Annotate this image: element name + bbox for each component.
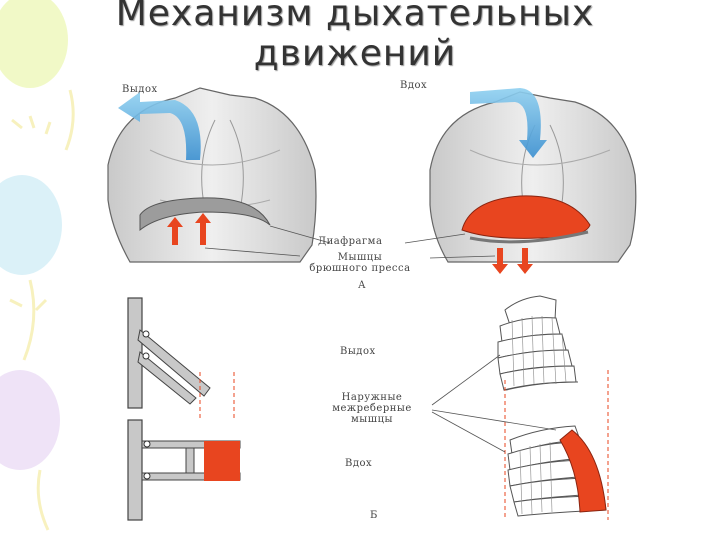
label-abdominal-2: брюшного пресса xyxy=(309,263,411,274)
label-muscles-1: Наружные xyxy=(341,392,403,403)
label-exhale-b: Выдох xyxy=(340,346,376,357)
ribcage-exhale xyxy=(497,295,579,391)
label-inhale-a: Вдох xyxy=(400,80,428,91)
title-line-2: движений xyxy=(253,33,457,74)
exhale-arrow-icon xyxy=(118,92,201,160)
down-arrow-icon xyxy=(492,248,533,274)
label-diaphragm: Диафрагма xyxy=(318,236,383,247)
label-inhale-b: Вдох xyxy=(345,458,373,469)
label-abdominal-1: Мышцы xyxy=(337,252,383,263)
title-line-1: Механизм дыхательных xyxy=(115,0,595,34)
label-muscles-3: мышцы xyxy=(351,414,393,425)
ribcage-inhale xyxy=(507,425,607,517)
label-abdominal-muscles: Мышцы брюшного пресса xyxy=(290,252,430,274)
panel-letter-b: Б xyxy=(370,510,378,521)
panel-letter-a: А xyxy=(358,280,367,291)
muscle-block xyxy=(204,441,240,481)
lever-model xyxy=(127,297,241,521)
inhale-arrow-icon xyxy=(470,88,547,158)
diaphragm-relaxed xyxy=(139,197,271,232)
label-muscles-2: межреберные xyxy=(332,403,412,414)
diaphragm-contracted xyxy=(461,195,591,239)
up-arrow-icon xyxy=(167,213,211,245)
label-exhale-a: Выдох xyxy=(122,84,158,95)
slide-title: Механизм дыхательных движений xyxy=(95,0,615,74)
balloon-decoration xyxy=(0,0,75,531)
label-intercostal-muscles: Наружные межреберные мышцы xyxy=(312,392,432,425)
